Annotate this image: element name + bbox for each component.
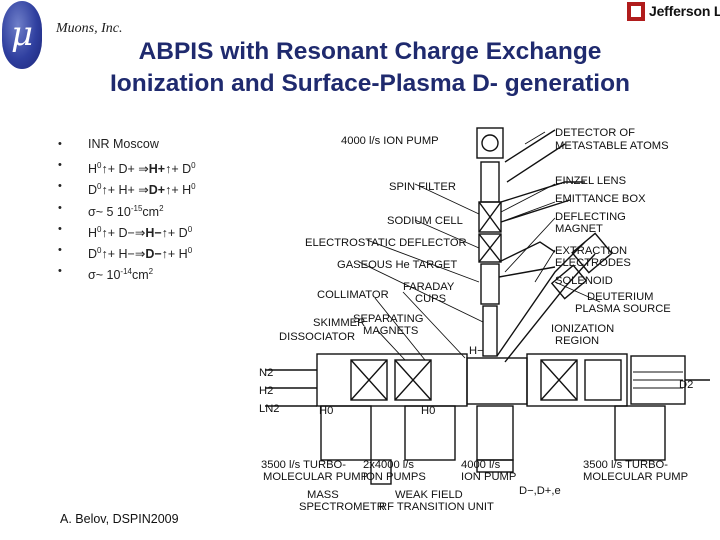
deflecting-label-2: MAGNET	[555, 223, 603, 235]
faraday-label-2: CUPS	[415, 293, 446, 305]
weak-field-label-2: RF TRANSITION UNIT	[379, 501, 494, 513]
gaseous-label: GASEOUS He TARGET	[337, 259, 457, 271]
mass-label: MASS	[307, 489, 339, 501]
spin-filter-box	[478, 201, 502, 233]
jlab-mark-icon	[627, 2, 645, 21]
credit-text: A. Belov, DSPIN2009	[60, 512, 179, 526]
h0-label-a: H0	[319, 405, 333, 417]
separating-label: SEPARATING	[353, 313, 423, 325]
turbo-left-label: 3500 l/s TURBO-	[261, 459, 346, 471]
ionization-label: IONIZATION	[551, 323, 614, 335]
jefferson-lab-logo: Jefferson Lab	[624, 0, 720, 24]
ion-pump-center	[476, 405, 514, 461]
company-name: Muons, Inc.	[56, 21, 123, 36]
extraction-label: EXTRACTION	[555, 245, 627, 257]
bullet-list: INR Moscow H0↑+ D+ ⇒H+↑+ D0 D0↑+ H+ ⇒D+↑…	[58, 134, 196, 283]
collimator-label: COLLIMATOR	[317, 289, 389, 301]
mass-label-2: SPECTROMETR	[299, 501, 385, 513]
turbo-right-label-2: MOLECULAR PUMP	[583, 471, 688, 483]
muons-logo: μ	[2, 1, 42, 69]
right-turbo-pump	[614, 405, 666, 461]
d2-label: D2	[679, 379, 693, 391]
left-turbo-pump	[320, 405, 372, 461]
turbo-left-label-2: MOLECULAR PUMP	[263, 471, 368, 483]
d-output-label: D−,D+,e	[519, 485, 561, 497]
deflecting-label: DEFLECTING	[555, 211, 626, 223]
deuterium-label: DEUTERIUM	[587, 291, 654, 303]
ion-pumps-left	[404, 405, 456, 461]
right-chamber	[526, 353, 628, 407]
extraction-label-2: ELECTRODES	[555, 257, 631, 269]
bullet-item: H0↑+ D−⇒H−↑+ D0	[58, 219, 196, 240]
gas-lines	[265, 369, 317, 407]
title-line-1: ABPIS with Resonant Charge Exchange	[138, 38, 602, 65]
target-column	[482, 305, 498, 357]
detector-label-2: METASTABLE ATOMS	[555, 140, 669, 152]
weak-field-label: WEAK FIELD	[395, 489, 463, 501]
bullet-item: σ~ 5 10-15cm2	[58, 198, 196, 219]
diagonal-column	[496, 241, 596, 363]
ion-pumps-label-2: ION PUMPS	[363, 471, 426, 483]
separating-label-2: MAGNETS	[363, 325, 418, 337]
left-chamber	[316, 353, 468, 407]
deuterium-label-2: PLASMA SOURCE	[575, 303, 671, 315]
h-minus-label: H−	[469, 345, 484, 357]
detector-label: DETECTOR OF	[555, 127, 635, 139]
ion-pump-bottom-label: 4000 l/s	[461, 459, 501, 471]
bullet-item: INR Moscow	[58, 134, 196, 155]
bullet-item: D0↑+ H+ ⇒D+↑+ H0	[58, 176, 196, 197]
center-chamber	[466, 357, 528, 405]
ion-pump-box	[476, 127, 504, 159]
h0-label-b: H0	[421, 405, 435, 417]
upper-beamline	[504, 129, 566, 183]
mass-spectrometer-box	[370, 459, 392, 485]
extraction-box	[571, 232, 613, 274]
ionization-label-2: REGION	[555, 335, 599, 347]
jlab-logo-text: Jefferson Lab	[649, 3, 720, 19]
emittance-label: EMITTANCE BOX	[555, 193, 646, 205]
bullet-item: σ~ 10-14cm2	[58, 261, 196, 282]
upper-column	[480, 161, 500, 203]
ion-pumps-label: 2x4000 l/s	[363, 459, 414, 471]
turbo-right-label: 3500 l/s TURBO-	[583, 459, 668, 471]
pump-circle	[481, 134, 499, 152]
deflecting-line	[500, 181, 585, 223]
spin-filter-label: SPIN FILTER	[389, 181, 456, 193]
solenoid-label: SOLENOID	[555, 275, 613, 287]
deflector-column	[480, 263, 500, 305]
title-line-2: Ionization and Surface-Plasma D- generat…	[109, 70, 631, 97]
slide-title: ABPIS with Resonant Charge Exchange Ioni…	[40, 36, 700, 100]
bullet-item: H0↑+ D+ ⇒H+↑+ D0	[58, 155, 196, 176]
ln2-label: LN2	[259, 403, 280, 415]
ion-source-diagram: 4000 l/s ION PUMP DETECTOR OF METASTABLE…	[259, 127, 710, 513]
dissociator-label: DISSOCIATOR	[279, 331, 355, 343]
h2-label: H2	[259, 385, 273, 397]
sodium-label: SODIUM CELL	[387, 215, 463, 227]
ion-pump-bottom-label-2: ION PUMP	[461, 471, 516, 483]
n2-label: N2	[259, 367, 273, 379]
faraday-label: FARADAY	[403, 281, 455, 293]
electrostatic-label: ELECTROSTATIC DEFLECTOR	[305, 237, 467, 249]
skimmer-label: SKIMMER	[313, 317, 365, 329]
bullet-item: D0↑+ H−⇒D−↑+ H0	[58, 240, 196, 261]
ion-pump-label: 4000 l/s ION PUMP	[341, 135, 439, 147]
einzel-label: EINZEL LENS	[555, 175, 626, 187]
